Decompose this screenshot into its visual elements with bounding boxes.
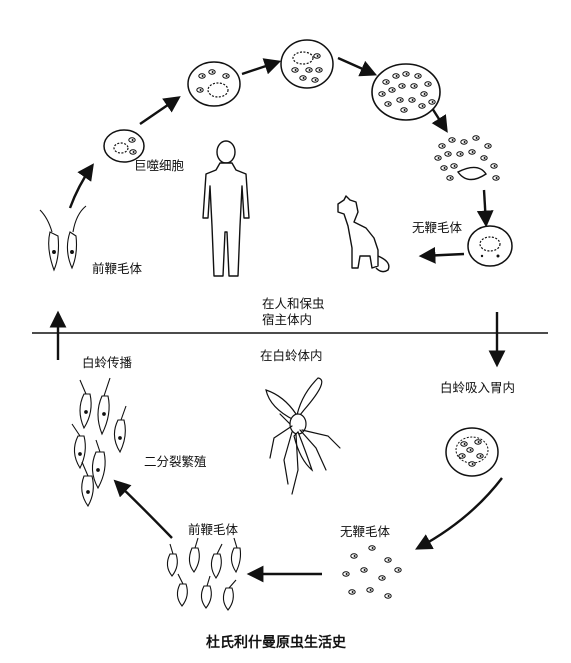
- label-macrophage: 巨噬细胞: [134, 158, 185, 173]
- label-in-sandfly: 在白蛉体内: [260, 348, 323, 363]
- infected-cell-3: [280, 39, 334, 89]
- arrow-cell4-to-burst: [430, 107, 448, 133]
- label-sandfly-ingest: 白蛉吸入胃内: [440, 380, 516, 395]
- dog-figure: [337, 195, 390, 273]
- label-promastigote-bottom: 前鞭毛体: [188, 522, 239, 537]
- arrow-cell3-to-cell4: [337, 56, 378, 77]
- label-host-line1: 在人和保虫: [262, 296, 325, 311]
- arrow-amastigote-to-dog: [418, 246, 465, 264]
- arrow-gut-to-amastigote: [415, 477, 503, 550]
- arrow-promastigote-to-fission: [113, 479, 173, 539]
- arrow-promastigote-to-macrophage: [68, 163, 94, 209]
- promastigote-group-top: [39, 205, 87, 272]
- amastigote-group-bottom: [342, 545, 402, 599]
- infected-cell-packed: [371, 63, 441, 121]
- arrow-macrophage-to-cell2: [139, 96, 181, 125]
- sandfly-figure: [265, 377, 341, 495]
- label-sandfly-transmit: 白蛉传播: [82, 355, 133, 370]
- diagram-title: 杜氏利什曼原虫生活史: [206, 635, 346, 651]
- label-amastigote-top: 无鞭毛体: [412, 220, 463, 235]
- arrow-burst-to-amastigote: [476, 189, 494, 228]
- infected-cell-2: [187, 61, 241, 107]
- ruptured-cell: [434, 135, 500, 181]
- label-host-line2: 宿主体内: [262, 312, 313, 327]
- promastigote-group-dividing: [71, 377, 127, 508]
- amastigote-cell-top: [467, 225, 513, 267]
- human-figure: [202, 140, 250, 277]
- sandfly-gut-cell: [445, 427, 499, 477]
- arrow-cell2-to-cell3: [241, 58, 282, 76]
- promastigote-group-bottom: [166, 537, 242, 611]
- label-binary-fission: 二分裂繁殖: [144, 454, 207, 469]
- label-amastigote-bottom: 无鞭毛体: [340, 524, 391, 539]
- macrophage-cell: [103, 129, 145, 163]
- label-promastigote-top: 前鞭毛体: [92, 261, 143, 276]
- cycle-arrows: [49, 56, 506, 583]
